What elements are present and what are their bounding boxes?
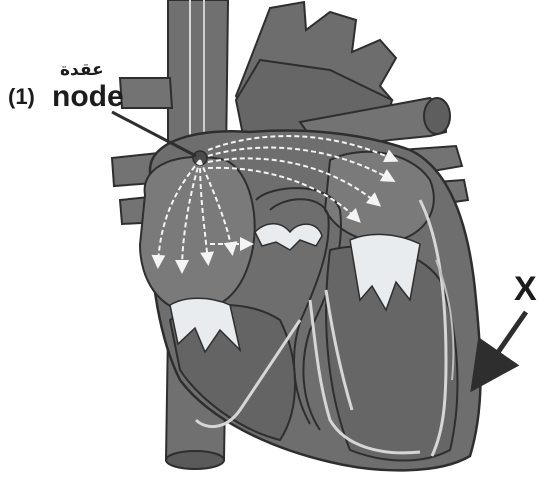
- node-number-label: (1): [8, 86, 35, 108]
- node-label: node: [52, 82, 124, 112]
- node-arabic-label: عقدة: [60, 62, 104, 79]
- x-marker-label: X: [514, 272, 537, 306]
- x-pointer-arrow: [476, 312, 526, 384]
